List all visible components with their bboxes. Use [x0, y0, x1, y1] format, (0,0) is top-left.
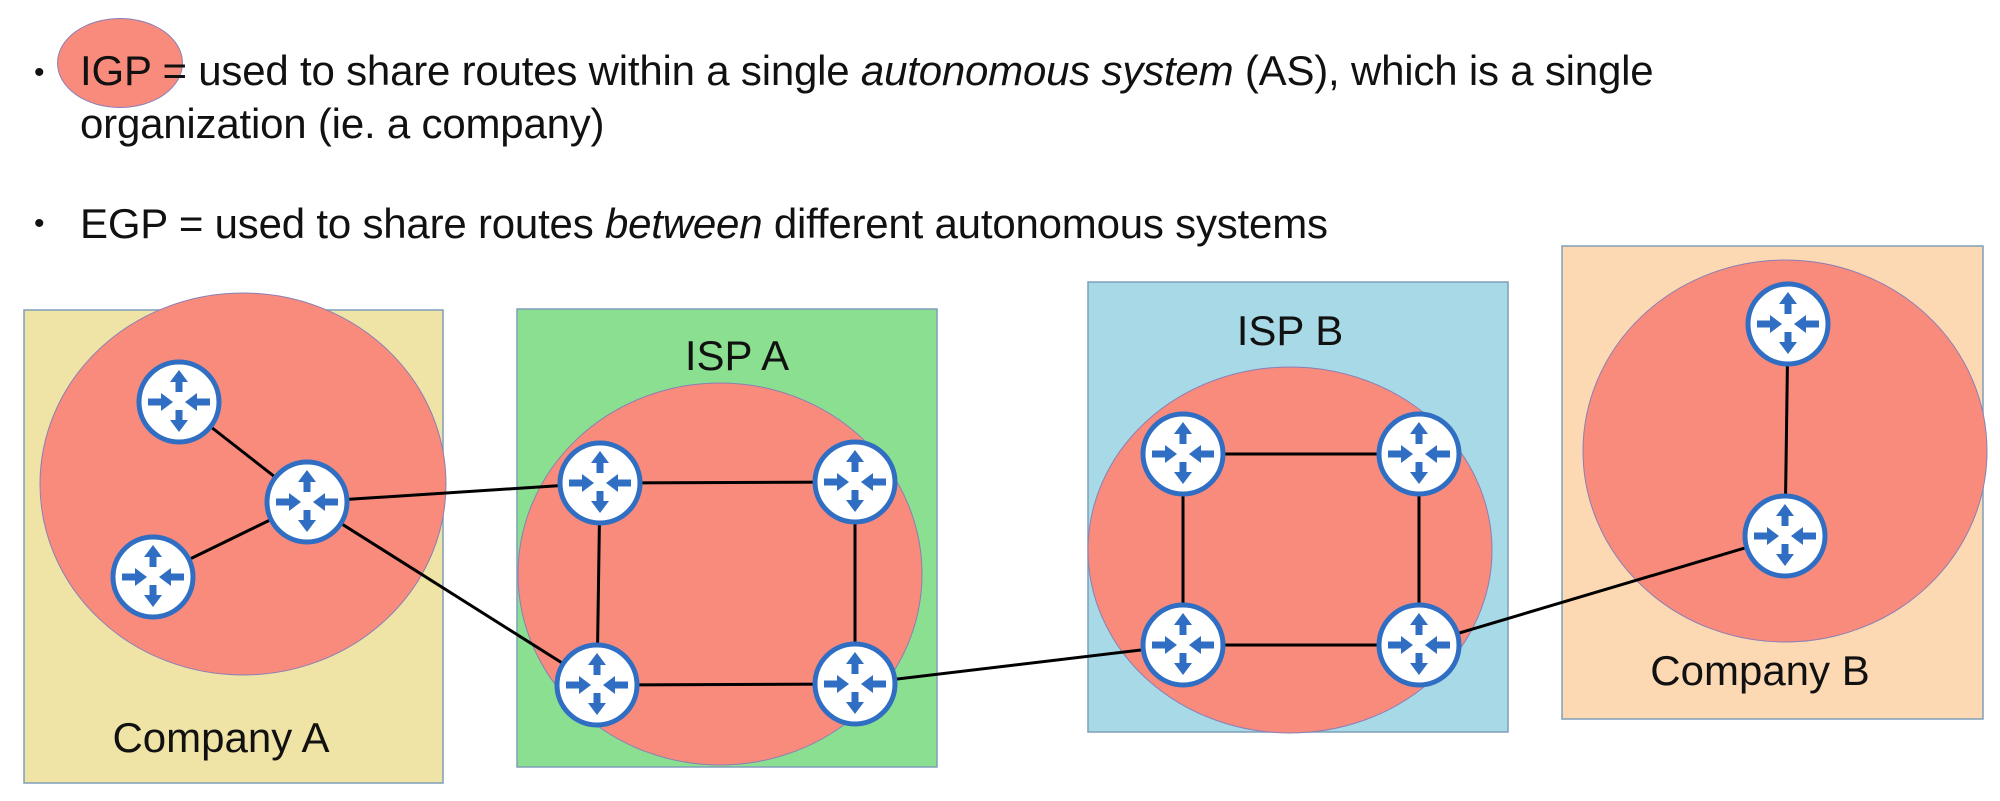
egp-text-a: = used to share routes — [167, 200, 605, 247]
router-icon — [1748, 284, 1828, 364]
bullet-igp-line1: IGP = used to share routes within a sing… — [80, 44, 1654, 97]
router-icon — [815, 442, 895, 522]
bullet-dot: • — [34, 56, 45, 89]
router-icon — [1143, 605, 1223, 685]
group-label-isp-a: ISP A — [685, 332, 789, 379]
link-a2-ia1 — [306, 481, 601, 504]
igp-text-italic: autonomous system — [860, 47, 1234, 94]
link-ib4-b2 — [1418, 534, 1786, 647]
igp-highlight-ellipse — [57, 18, 183, 108]
as-circle-company-a — [39, 292, 447, 676]
router-icon — [815, 644, 895, 724]
router-icon — [1143, 414, 1223, 494]
link-ia4-ib3 — [854, 643, 1184, 686]
link-ia3-ia4 — [596, 682, 856, 687]
router-icon — [560, 443, 640, 523]
group-label-company-a: Company A — [112, 714, 329, 761]
router-icon — [267, 462, 347, 542]
igp-text-a: = used to share routes within a single — [151, 47, 861, 94]
igp-text-b: (AS), which is a single — [1233, 47, 1654, 94]
link-ia1-ia2 — [599, 480, 856, 485]
egp-text-italic: between — [604, 200, 763, 247]
group-label-company-b: Company B — [1650, 647, 1869, 694]
router-icon — [139, 362, 219, 442]
router-icon — [1379, 414, 1459, 494]
router-icon — [113, 537, 193, 617]
egp-text-b: different autonomous systems — [762, 200, 1328, 247]
router-icon — [557, 645, 637, 725]
bullet-egp-line1: EGP = used to share routes between diffe… — [80, 197, 1328, 250]
bullet-igp-line2: organization (ie. a company) — [80, 100, 605, 147]
router-icon — [1379, 605, 1459, 685]
group-label-isp-b: ISP B — [1237, 307, 1344, 354]
link-a2-ia3 — [306, 500, 598, 687]
bullet-dot: • — [34, 207, 45, 240]
router-icon — [1745, 496, 1825, 576]
igp-term: IGP — [80, 47, 151, 94]
egp-term: EGP — [80, 200, 168, 247]
